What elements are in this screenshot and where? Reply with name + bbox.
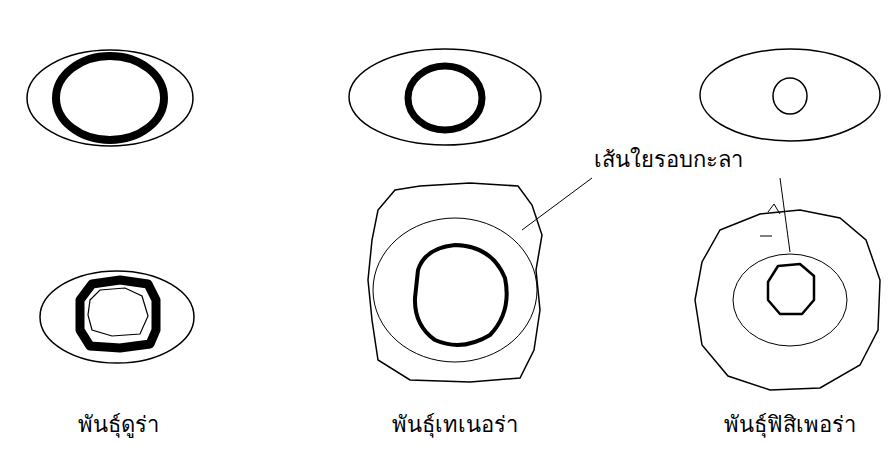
callout-label: เส้นใยรอบกะลา — [592, 147, 745, 173]
variety-label: พันธุ์เทเนอร่า — [392, 412, 518, 438]
variety-label: พันธุ์ดูร่า — [78, 412, 159, 438]
leader-line — [780, 178, 790, 252]
variety-label: พันธุ์ฟิสิเพอร่า — [724, 412, 856, 438]
leader-line — [522, 178, 592, 230]
